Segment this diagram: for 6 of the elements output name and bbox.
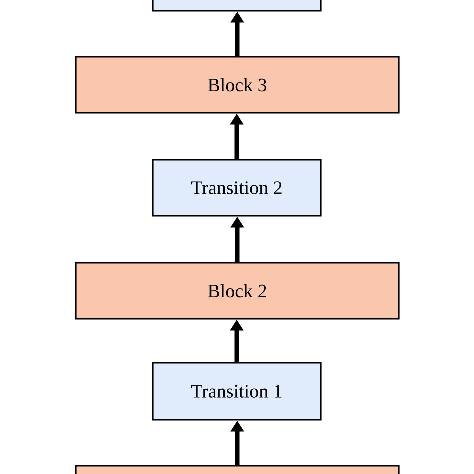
transition-box xyxy=(152,0,322,12)
transition-box: Transition 2 xyxy=(152,159,322,217)
block-box: Block 2 xyxy=(75,262,400,320)
block-box: Block 3 xyxy=(75,56,400,114)
transition-box: Transition 1 xyxy=(152,362,322,421)
block-box xyxy=(75,465,400,474)
